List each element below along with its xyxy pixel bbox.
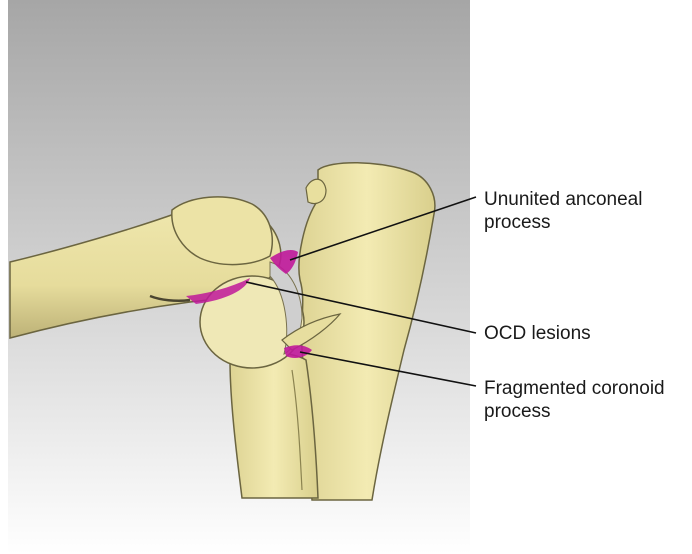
label-ununited-anconeal-process: Ununited anconeal process <box>484 188 642 234</box>
label-ocd-lesions: OCD lesions <box>484 322 591 345</box>
olecranon-tip <box>306 179 326 203</box>
radius-bone <box>230 353 318 499</box>
label-fragmented-coronoid-process: Fragmented coronoid process <box>484 377 665 423</box>
